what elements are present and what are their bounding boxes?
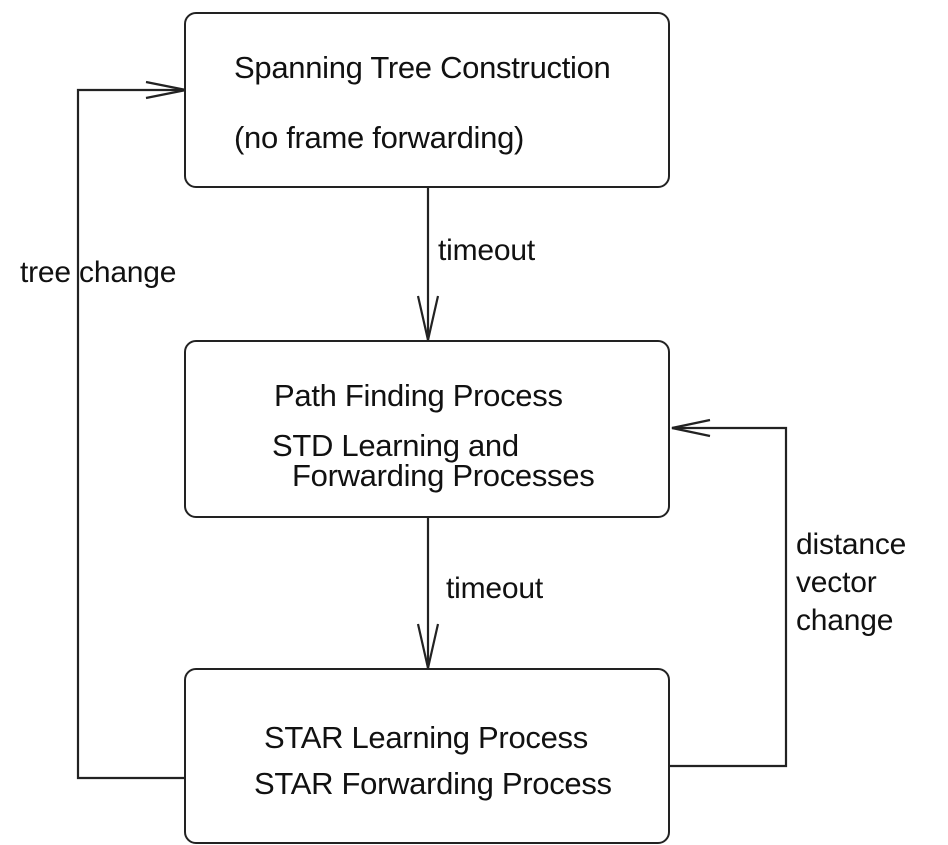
forwarding-processes-label: Forwarding Processes (292, 458, 595, 493)
star-box (184, 668, 670, 844)
tree-change-line (76, 88, 186, 780)
spanning-tree-subtitle: (no frame forwarding) (234, 120, 525, 155)
path-finding-box (184, 340, 670, 518)
distance-vector-change-line (668, 426, 788, 768)
tree-change-label: tree change (20, 256, 177, 289)
std-learning-label: STD Learning and (272, 428, 519, 463)
timeout-label-1: timeout (438, 234, 535, 267)
change-label: change (796, 604, 894, 637)
timeout-label-2: timeout (446, 572, 543, 605)
spanning-tree-box (184, 12, 670, 188)
vector-label: vector (796, 566, 877, 599)
distance-label: distance (796, 528, 907, 561)
path-finding-title: Path Finding Process (274, 378, 563, 413)
distance-vector-change-arrow-head (671, 418, 711, 438)
star-learning-label: STAR Learning Process (264, 720, 588, 755)
spanning-tree-title: Spanning Tree Construction (234, 50, 611, 85)
star-forwarding-label: STAR Forwarding Process (254, 766, 612, 801)
